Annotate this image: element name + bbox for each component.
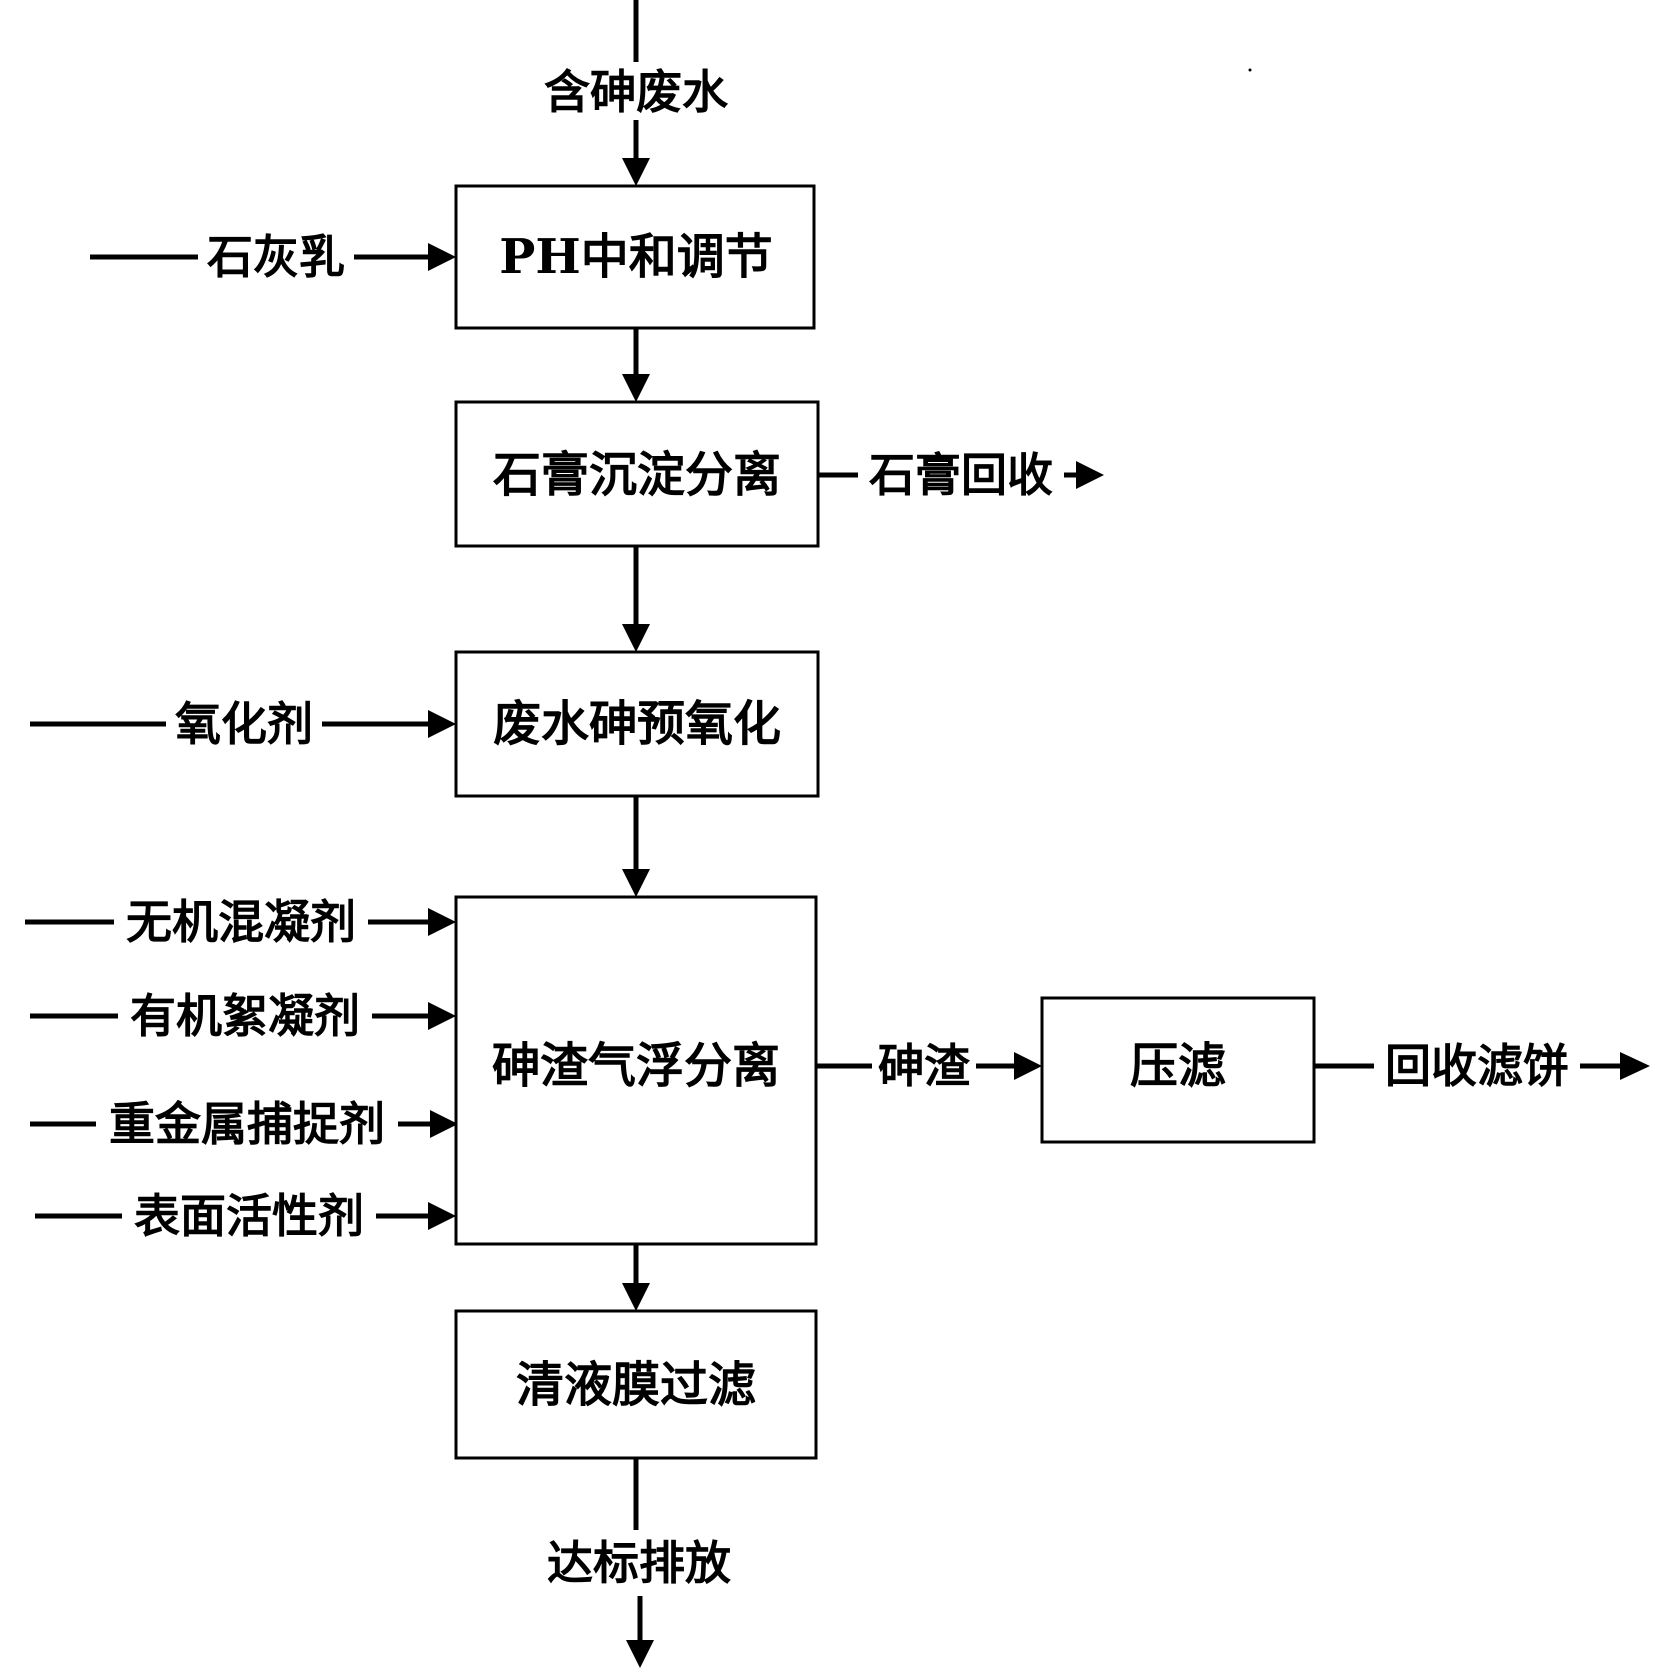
- label-bg-inorganic-coagulant: [114, 893, 368, 951]
- arrowhead-into-flotation: [622, 869, 650, 897]
- node-preoxidation-label: 废水砷预氧化: [493, 696, 781, 752]
- label-bg-oxidant: [166, 695, 322, 753]
- arrowhead-discharge-out: [626, 1640, 654, 1668]
- label-bg-heavy-metal-capture: [96, 1095, 398, 1153]
- label-bg-discharge: [534, 1534, 744, 1592]
- label-discharge: 达标排放: [547, 1536, 731, 1590]
- label-bg-gypsum-recovery: [858, 446, 1064, 504]
- node-ph-label: PH中和调节: [499, 229, 772, 285]
- label-bg-surfactant: [122, 1187, 376, 1245]
- label-gypsum-recovery: 石膏回收: [869, 448, 1053, 502]
- label-bg-input-wastewater: [530, 62, 740, 120]
- node-preoxidation-box: [454, 650, 820, 798]
- arrowhead-organic-flocculant: [428, 1002, 456, 1030]
- arrowhead-lime-milk: [428, 243, 456, 271]
- node-flotation-box: [454, 895, 818, 1246]
- node-ph-box: [454, 184, 816, 330]
- node-flotation-label: 砷渣气浮分离: [492, 1038, 780, 1094]
- arrowhead-inorganic-coagulant: [428, 908, 456, 936]
- label-organic-flocculant: 有机絮凝剂: [130, 989, 360, 1043]
- label-input-wastewater: 含砷废水: [544, 65, 729, 119]
- arrowhead-oxidant: [428, 710, 456, 738]
- node-membrane-label: 清液膜过滤: [516, 1357, 756, 1413]
- node-gypsum-sep-box: [454, 400, 820, 548]
- label-filter-cake: 回收滤饼: [1385, 1039, 1569, 1093]
- label-bg-arsenic-slag: [872, 1037, 976, 1095]
- arrowhead-surfactant: [428, 1202, 456, 1230]
- label-bg-filter-cake: [1374, 1037, 1580, 1095]
- arrowhead-heavy-metal-capture: [430, 1110, 458, 1138]
- label-surfactant: 表面活性剂: [134, 1189, 364, 1243]
- arrowhead-arsenic-slag: [1014, 1052, 1042, 1080]
- arrowhead-into-membrane: [622, 1283, 650, 1311]
- arrowhead-gypsum-recovery: [1076, 461, 1104, 489]
- node-press-box: [1040, 996, 1316, 1144]
- node-membrane-box: [454, 1309, 818, 1460]
- node-press-label: 压滤: [1130, 1038, 1226, 1094]
- arrowhead-into-ph: [622, 158, 650, 186]
- node-gypsum-sep-label: 石膏沉淀分离: [493, 447, 781, 503]
- arrowhead-filter-cake: [1620, 1052, 1650, 1080]
- label-inorganic-coagulant: 无机混凝剂: [126, 895, 356, 949]
- label-heavy-metal-capture: 重金属捕捉剂: [109, 1097, 385, 1151]
- label-lime-milk: 石灰乳: [207, 230, 345, 284]
- arrowhead-into-gypsum-sep: [622, 374, 650, 402]
- label-oxidant: 氧化剂: [175, 697, 313, 751]
- label-bg-lime-milk: [198, 228, 354, 286]
- stray-dot: [1248, 68, 1252, 72]
- arrowhead-into-preoxidation: [622, 624, 650, 652]
- label-bg-organic-flocculant: [118, 987, 372, 1045]
- label-arsenic-slag: 砷渣: [878, 1039, 971, 1093]
